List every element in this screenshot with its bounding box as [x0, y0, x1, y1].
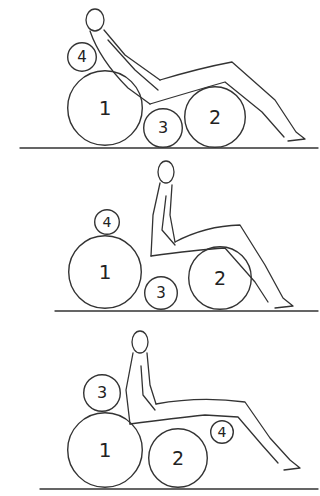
ball-number: 3 — [97, 385, 107, 401]
ball-number: 4 — [103, 215, 112, 229]
ball-number: 2 — [214, 269, 226, 288]
ball-circle: 4 — [94, 209, 120, 235]
ball-circle: 3 — [83, 374, 121, 412]
ball-outline — [189, 247, 252, 310]
ball-outline — [211, 421, 234, 444]
ball-outline — [185, 87, 246, 148]
ground-line — [20, 147, 318, 148]
ball-circle: 2 — [184, 86, 246, 148]
ball-circle: 4 — [67, 42, 97, 72]
ball-number: 1 — [99, 98, 112, 118]
ball-outline — [68, 413, 143, 488]
ball-outline — [69, 236, 142, 309]
ball-circle: 4 — [210, 420, 234, 444]
ball-outline — [144, 109, 183, 148]
ball-number: 4 — [77, 50, 87, 65]
ball-number: 3 — [158, 120, 168, 136]
ground-line — [55, 310, 318, 311]
ground-line — [40, 488, 318, 489]
ball-outline — [68, 43, 97, 72]
ball-circle: 2 — [188, 246, 252, 310]
ball-number: 2 — [172, 449, 184, 468]
ball-circle: 2 — [148, 428, 208, 488]
reclining-figure — [86, 9, 305, 141]
ball-number: 2 — [209, 108, 221, 127]
ball-outline — [149, 429, 208, 488]
ball-circle: 1 — [68, 235, 142, 309]
ball-outline — [68, 71, 143, 146]
sitting-figure — [151, 161, 293, 308]
ball-number: 3 — [156, 286, 166, 301]
ball-circle: 3 — [143, 108, 183, 148]
ball-number: 1 — [99, 262, 112, 282]
ball-outline — [84, 375, 121, 412]
ball-circle: 3 — [144, 276, 178, 310]
ball-number: 1 — [99, 440, 112, 460]
leaning-figure — [126, 331, 300, 470]
ball-circle: 1 — [67, 412, 143, 488]
ball-outline — [145, 277, 178, 310]
ball-circle: 1 — [67, 70, 143, 146]
ball-number: 4 — [218, 425, 227, 439]
ball-outline — [95, 210, 120, 235]
